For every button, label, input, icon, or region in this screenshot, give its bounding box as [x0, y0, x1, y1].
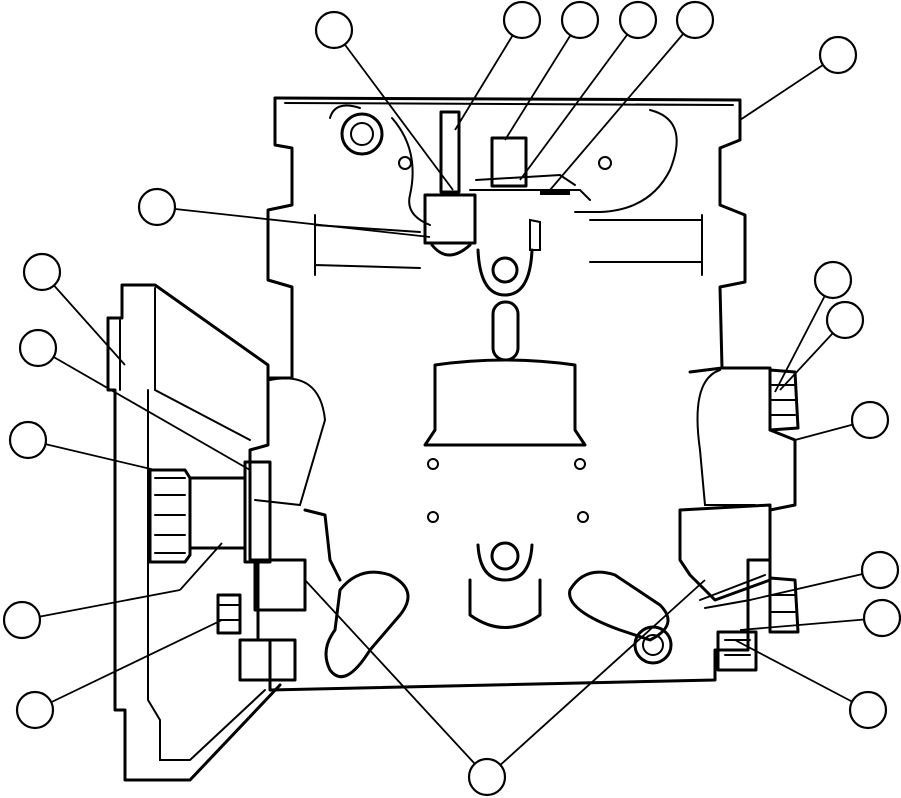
callout-4	[618, 0, 658, 40]
right-plug	[678, 368, 800, 672]
main-body	[248, 328, 797, 692]
callout-12	[15, 690, 55, 730]
callout-9	[18, 328, 58, 368]
callout-3	[560, 0, 600, 40]
callout-8	[22, 252, 62, 292]
left-cover	[106, 283, 282, 782]
callout-16	[860, 550, 900, 590]
callout-6	[818, 35, 858, 75]
upper-block	[266, 96, 747, 374]
callout-17	[862, 598, 901, 638]
left-plug	[148, 460, 342, 682]
callout-7	[137, 187, 177, 227]
callout-2	[502, 0, 542, 40]
leader-lines	[21, 19, 883, 778]
callout-5	[675, 0, 715, 40]
callout-10	[8, 420, 48, 460]
callout-18	[848, 690, 888, 730]
callout-19	[467, 757, 507, 797]
callout-13	[813, 260, 853, 300]
callout-1	[314, 10, 354, 50]
callout-14	[825, 300, 865, 340]
callout-11	[2, 600, 42, 640]
callout-15	[850, 400, 890, 440]
